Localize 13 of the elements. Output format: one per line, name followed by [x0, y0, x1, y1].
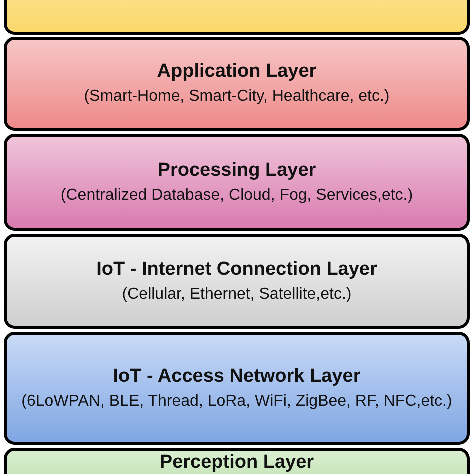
layer-description: (6LoWPAN, BLE, Thread, LoRa, WiFi, ZigBee, RF, NFC,etc.): [22, 392, 452, 412]
layer-title: Perception Layer: [160, 452, 314, 474]
layer-title: Application Layer: [157, 61, 317, 83]
layer-description: (Smart-Home, Smart-City, Healthcare, etc.): [84, 87, 390, 107]
layer-title: IoT - Access Network Layer: [113, 366, 361, 388]
layer-box: [4, 37, 470, 131]
layer-title: Processing Layer: [158, 160, 316, 182]
layer-box: [4, 332, 470, 445]
layer-title: IoT - Internet Connection Layer: [96, 258, 378, 280]
layer-description: (Centralized Database, Cloud, Fog, Services,etc.): [60, 186, 414, 206]
layer-box: [4, 134, 470, 231]
layer-description: (Cellular, Ethernet, Satellite,etc.): [122, 284, 352, 304]
layer-box: [4, 234, 470, 329]
